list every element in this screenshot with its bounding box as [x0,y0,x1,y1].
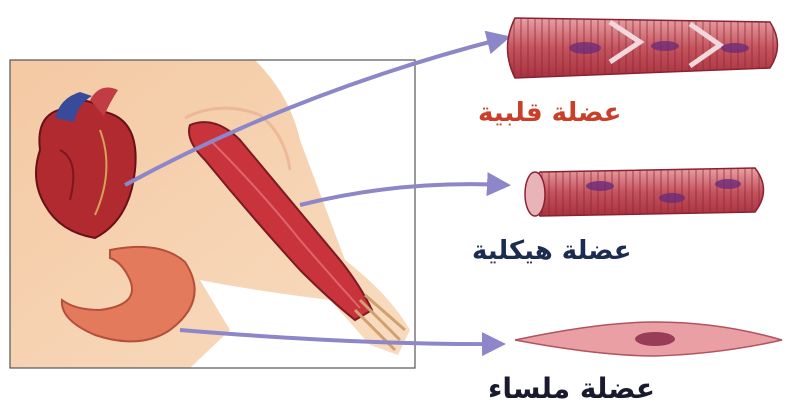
cardiac-fiber-icon [508,18,778,78]
cardiac-muscle-label: عضلة قلبية [478,98,621,128]
smooth-fiber-icon [515,322,782,356]
arrow-icon [300,184,505,205]
skeletal-fiber-icon [525,168,764,216]
arrow-icon [180,330,500,344]
smooth-muscle-label: عضلة ملساء [488,372,655,405]
skeletal-muscle-label: عضلة هيكلية [472,236,632,266]
